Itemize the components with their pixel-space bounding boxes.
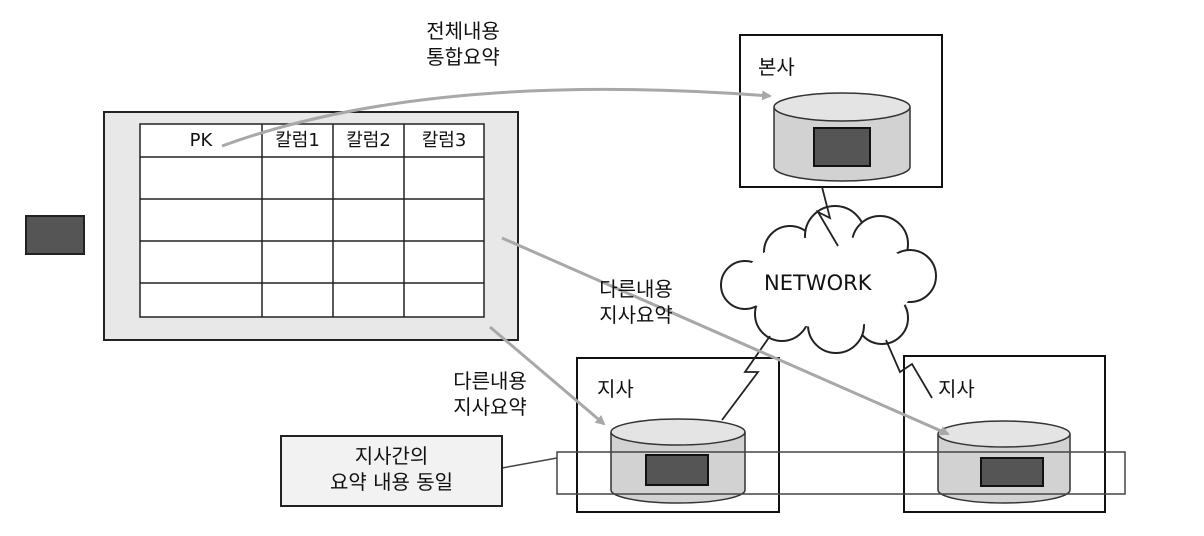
table-header-col1: 칼럼1 (275, 130, 320, 151)
table-header-pk: PK (189, 130, 213, 151)
branch-right-label: 지사 (938, 377, 975, 401)
headquarters-label: 본사 (758, 55, 795, 79)
network-cloud-fill (744, 236, 916, 328)
label-branch-summary-left-line1: 다른내용 (453, 369, 527, 393)
note-connector (501, 457, 558, 469)
label-branch-summary-right-line1: 다른내용 (599, 277, 673, 301)
arrow-branch-right (501, 236, 950, 436)
table-header-col3: 칼럼3 (421, 130, 467, 151)
label-full-summary-line2: 통합요약 (426, 45, 500, 69)
standalone-block (25, 215, 85, 255)
data-table (139, 123, 485, 318)
headquarters-database (773, 92, 911, 182)
link-hq-network (815, 186, 839, 247)
link-network-branch-right (885, 339, 933, 399)
note-box (280, 435, 503, 507)
branch-left-label: 지사 (597, 377, 634, 401)
branch-left-database (610, 418, 746, 504)
label-full-summary-line1: 전체내용 (426, 19, 500, 43)
table-header-col2: 칼럼2 (346, 130, 391, 151)
branch-right-db-block (980, 457, 1044, 487)
label-branch-summary-left-line2: 지사요약 (453, 395, 527, 419)
note-line1: 지사간의 (354, 444, 429, 468)
headquarters-db-block (813, 127, 871, 167)
note-line2: 요약 내용 동일 (329, 470, 454, 494)
network-label: NETWORK (764, 271, 872, 295)
arrow-branch-left (489, 325, 606, 426)
link-network-branch-left (721, 335, 771, 421)
equal-summary-band (556, 451, 1126, 495)
label-branch-summary-right-line2: 지사요약 (599, 303, 673, 327)
table-frame (139, 123, 485, 318)
branch-right-database (937, 420, 1071, 504)
branch-left-db-block (645, 454, 709, 486)
arrow-full-summary (221, 87, 772, 148)
